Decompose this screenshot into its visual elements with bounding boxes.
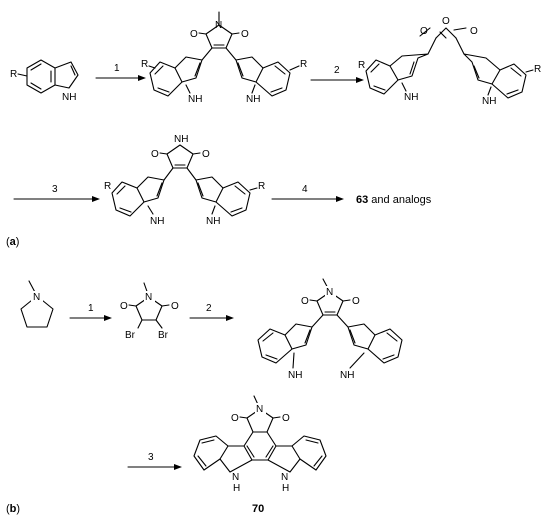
r-substituent-label: R (141, 59, 148, 70)
r-substituent-label: R (300, 59, 307, 70)
indole-acetic-anhydride: O O O NH R NH R (358, 16, 541, 107)
step-label-1: 1 (114, 63, 120, 74)
bisindolylmaleimide-intermediate: N O O NH R NH R (141, 11, 307, 105)
carbonyl-o-left: O (301, 296, 309, 307)
reaction-arrow-1: 1 (95, 63, 146, 81)
step-label-b2: 2 (206, 303, 212, 314)
r-substituent-label: R (10, 69, 17, 80)
nh-n-label: N (281, 472, 288, 483)
imide-n-label: N (145, 292, 152, 303)
r-substituent-label: R (358, 60, 365, 71)
bromine-right: Br (158, 330, 169, 341)
carbonyl-o-left: O (190, 29, 198, 40)
n-methylpyrrolidine: N (20, 280, 54, 328)
product-number: 63 (356, 194, 368, 206)
nh-label: NH (188, 94, 202, 105)
r-substituent-label: R (534, 64, 541, 75)
anhydride-o-label: O (442, 16, 450, 27)
reaction-arrow-2: 2 (310, 65, 364, 83)
r-substituent-label: R (258, 181, 265, 192)
nh-h-label: H (233, 483, 240, 494)
nh-label: NH (150, 216, 164, 227)
carbonyl-o-right: O (171, 301, 179, 312)
step-label-2: 2 (334, 65, 340, 76)
bromine-left: Br (125, 330, 136, 341)
step-label-4: 4 (302, 184, 308, 195)
nh-label: NH (404, 92, 418, 103)
imide-n-label: N (326, 287, 333, 298)
reaction-arrow-3: 3 (13, 184, 100, 202)
carbonyl-o-left: O (231, 413, 239, 424)
product-suffix: and analogs (368, 194, 431, 206)
reaction-arrow-4: 4 (271, 184, 344, 202)
nh-h-label: H (282, 483, 289, 494)
nh-label: NH (62, 92, 76, 103)
carbonyl-o-right: O (352, 296, 360, 307)
imide-n-label: N (256, 404, 263, 415)
scheme-a-label: (a) (6, 236, 19, 248)
carbonyl-o-left: O (120, 301, 128, 312)
nh-n-label: N (232, 472, 239, 483)
nh-label: NH (340, 370, 354, 381)
indole-starting-material: R NH (10, 59, 79, 103)
nh-bisindolylmaleimide: NH O O NH R NH R (104, 134, 265, 227)
nh-label: NH (246, 94, 260, 105)
step-label-b3: 3 (148, 452, 154, 463)
indolocarbazole-product-70: N O O N H N H (193, 395, 327, 494)
reaction-arrow-b2: 2 (189, 303, 234, 321)
nh-label: NH (206, 216, 220, 227)
reaction-arrow-b1: 1 (69, 303, 112, 321)
imide-n-label: N (215, 20, 222, 31)
carbonyl-o-left: O (420, 26, 428, 37)
r-substituent-label: R (104, 181, 111, 192)
carbonyl-o-right: O (241, 29, 249, 40)
scheme-b-label: (b) (6, 503, 20, 515)
product-63-label: 63 and analogs (356, 194, 432, 206)
n-methyl-dibromosuccinimide: N O O Br Br (120, 282, 179, 341)
step-label-3: 3 (52, 184, 58, 195)
step-label-b1: 1 (88, 303, 94, 314)
carbonyl-o-right: O (282, 413, 290, 424)
compound-70-number: 70 (252, 503, 264, 515)
nh-label: NH (482, 96, 496, 107)
imide-nh-label: NH (174, 134, 188, 145)
carbonyl-o-right: O (202, 149, 210, 160)
carbonyl-o-right: O (470, 26, 478, 37)
reaction-arrow-b3: 3 (127, 452, 182, 470)
carbonyl-o-left: O (151, 149, 159, 160)
n-methyl-bisindolylmaleimide: N O O NH NH (257, 278, 403, 381)
pyrrolidine-n-label: N (33, 292, 40, 303)
nh-label: NH (288, 370, 302, 381)
